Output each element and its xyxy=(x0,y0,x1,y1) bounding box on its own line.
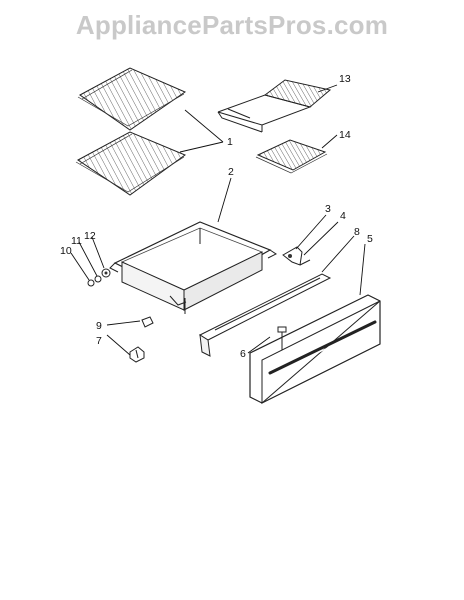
callout-14: 14 xyxy=(339,129,351,141)
drawer-glide xyxy=(198,273,332,357)
oven-rack-lower xyxy=(75,131,187,196)
callout-13: 13 xyxy=(339,73,351,85)
callout-5: 5 xyxy=(367,233,373,245)
callout-3: 3 xyxy=(325,203,331,215)
callout-6: 6 xyxy=(240,348,246,360)
callout-12: 12 xyxy=(84,230,96,242)
callout-4: 4 xyxy=(340,210,346,222)
callout-9: 9 xyxy=(96,320,102,332)
small-rack xyxy=(255,139,328,174)
screw-washer-stack xyxy=(87,268,111,287)
drawer-pan xyxy=(109,221,277,314)
leader-lines xyxy=(70,84,366,356)
drawer-bumper xyxy=(129,346,145,363)
drawer-clip xyxy=(141,316,154,328)
drawer-front-panel xyxy=(249,294,381,405)
oven-rack-upper xyxy=(77,67,187,131)
callout-2: 2 xyxy=(228,166,234,178)
callout-10: 10 xyxy=(60,245,72,257)
screw xyxy=(277,326,287,350)
drawer-bracket xyxy=(282,246,311,266)
callout-1: 1 xyxy=(227,136,233,148)
rack-with-bracket xyxy=(217,79,332,133)
callout-11: 11 xyxy=(71,235,82,247)
callout-8: 8 xyxy=(354,226,360,238)
callout-7: 7 xyxy=(96,335,102,347)
site-watermark: AppliancePartsPros.com xyxy=(75,10,389,40)
